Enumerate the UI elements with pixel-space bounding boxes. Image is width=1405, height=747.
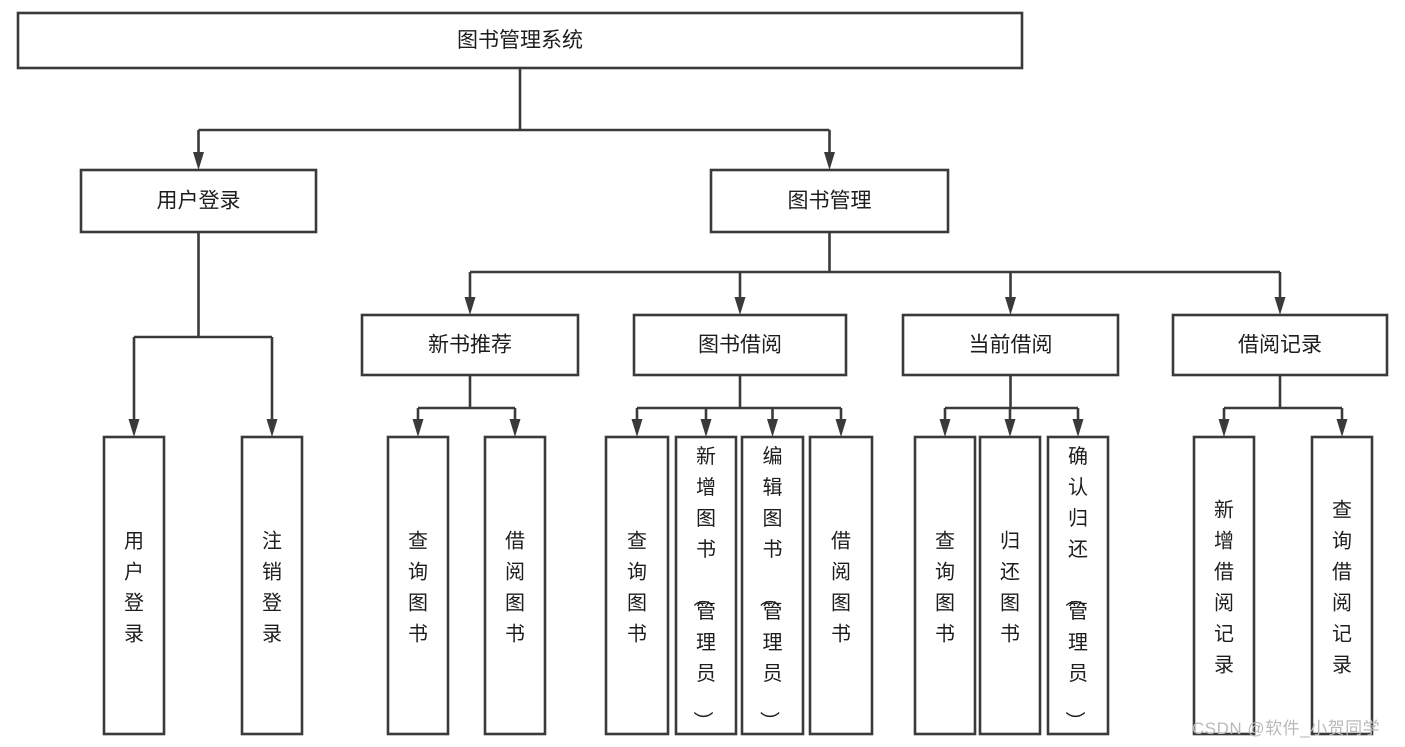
node-box [483, 435, 547, 736]
node-leaf-query-book-cur[interactable]: 查询图书 [913, 435, 977, 736]
node-box [808, 435, 874, 736]
node-box [1171, 313, 1389, 377]
connector-links-layer [128, 68, 1348, 437]
node-l3-new-book-rec[interactable]: 新书推荐 [360, 313, 580, 377]
node-label: 图书借阅 [698, 334, 782, 357]
node-label: 查询图书 [408, 530, 428, 646]
node-label: 用户登录 [124, 531, 144, 646]
node-l2-book-manage[interactable]: 图书管理 [709, 168, 950, 234]
node-leaf-query-book-borrow[interactable]: 查询图书 [604, 435, 670, 736]
node-box [79, 168, 318, 234]
node-box [1192, 435, 1256, 736]
node-box [913, 435, 977, 736]
node-label: 当前借阅 [969, 334, 1053, 357]
node-label: 查询借阅记录 [1332, 499, 1352, 677]
node-label: 借阅图书 [505, 530, 525, 646]
arrow-head-icon [767, 419, 778, 437]
arrow-head-icon [939, 419, 951, 437]
node-l2-user-login[interactable]: 用户登录 [79, 168, 318, 234]
node-l3-book-borrow[interactable]: 图书借阅 [632, 313, 848, 377]
node-leaf-add-borrow-record[interactable]: 新增借阅记录 [1192, 435, 1256, 736]
node-label: 借阅图书 [831, 530, 851, 646]
node-l3-current-borrow[interactable]: 当前借阅 [901, 313, 1120, 377]
node-root[interactable]: 图书管理系统 [16, 11, 1024, 70]
node-label: 借阅记录 [1238, 334, 1322, 357]
node-leaf-add-book-admin[interactable]: 新增图书（管理员） [674, 435, 738, 736]
node-box [360, 313, 580, 377]
node-box [709, 168, 950, 234]
node-leaf-edit-book-admin[interactable]: 编辑图书（管理员） [740, 435, 805, 736]
arrow-head-icon [128, 419, 140, 437]
node-label: 新增借阅记录 [1214, 499, 1234, 677]
node-label: 查询图书 [935, 530, 955, 646]
arrow-head-icon [193, 152, 204, 170]
node-label: 新书推荐 [428, 334, 512, 357]
arrow-head-icon [464, 297, 476, 315]
node-label: 图书管理系统 [457, 29, 583, 52]
node-box [978, 435, 1042, 736]
arrow-head-icon [824, 152, 835, 170]
node-label: 注销登录 [262, 530, 282, 646]
arrow-head-icon [700, 419, 712, 437]
node-leaf-return-book[interactable]: 归还图书 [978, 435, 1042, 736]
node-box [632, 313, 848, 377]
node-label: 归还图书 [1000, 530, 1020, 646]
arrow-head-icon [1004, 419, 1016, 437]
arrow-head-icon [734, 297, 746, 315]
node-boxes-layer: 图书管理系统用户登录图书管理新书推荐图书借阅当前借阅借阅记录用户登录注销登录查询… [16, 11, 1389, 736]
node-box [386, 435, 450, 736]
arrow-head-icon [412, 419, 424, 437]
node-leaf-confirm-return-admin[interactable]: 确认归还（管理员） [1046, 435, 1110, 736]
node-label: 查询图书 [627, 530, 647, 646]
arrow-head-icon [509, 419, 521, 437]
node-box [102, 435, 166, 736]
node-box [604, 435, 670, 736]
arrow-head-icon [266, 419, 278, 437]
arrow-head-icon [835, 419, 847, 437]
arrow-head-icon [1218, 419, 1230, 437]
arrow-head-icon [1072, 419, 1084, 437]
node-label: 确认归还（管理员） [1063, 445, 1088, 731]
node-leaf-query-borrow-record[interactable]: 查询借阅记录 [1310, 435, 1374, 736]
node-label: 新增图书（管理员） [691, 445, 716, 731]
node-label: 用户登录 [157, 190, 241, 213]
arrow-head-icon [1005, 297, 1016, 315]
node-leaf-borrow-book-rec[interactable]: 借阅图书 [483, 435, 547, 736]
arrow-head-icon [1336, 419, 1348, 437]
arrow-head-icon [631, 419, 643, 437]
node-leaf-borrow-book[interactable]: 借阅图书 [808, 435, 874, 736]
csdn-watermark: CSDN @软件_小贺同学 [1192, 719, 1381, 738]
node-label: 编辑图书（管理员） [758, 445, 783, 731]
node-box [740, 435, 805, 736]
node-box [674, 435, 738, 736]
node-leaf-user-login[interactable]: 用户登录 [102, 435, 166, 736]
arrow-head-icon [1274, 297, 1286, 315]
node-leaf-logout[interactable]: 注销登录 [240, 435, 304, 736]
node-l3-borrow-record[interactable]: 借阅记录 [1171, 313, 1389, 377]
node-box [16, 11, 1024, 70]
node-label: 图书管理 [788, 190, 872, 213]
node-box [901, 313, 1120, 377]
node-leaf-query-book-rec[interactable]: 查询图书 [386, 435, 450, 736]
node-box [240, 435, 304, 736]
node-box [1046, 435, 1110, 736]
node-box [1310, 435, 1374, 736]
